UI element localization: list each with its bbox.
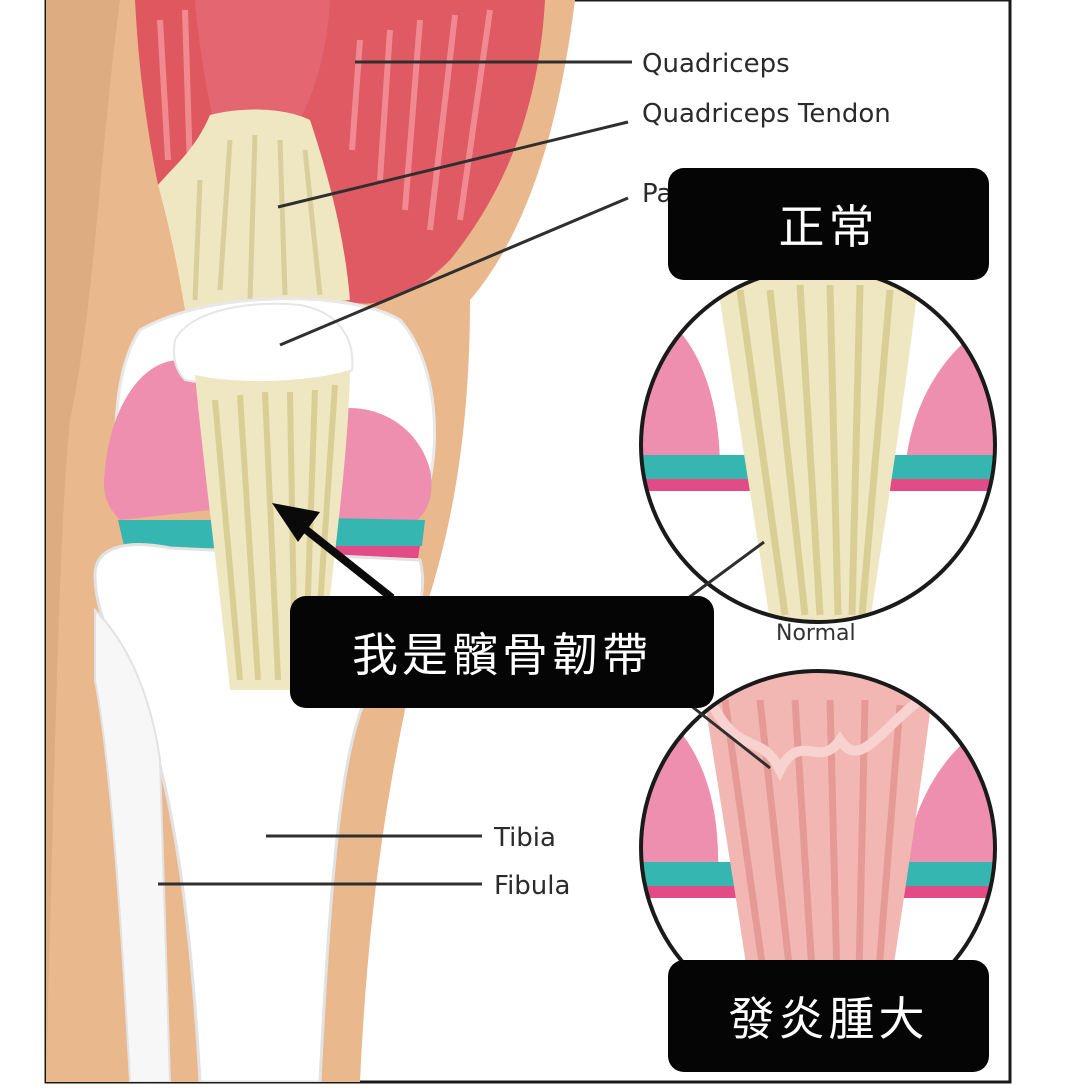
cartilage-left [103, 360, 214, 520]
label-fibula: Fibula [494, 871, 570, 901]
quadriceps-muscle-center [195, 0, 345, 130]
arrow-pointer-icon [272, 503, 395, 602]
label-patellar-partial: Pa [642, 179, 672, 209]
label-tibia: Tibia [493, 823, 556, 853]
meniscus-right [330, 518, 425, 546]
leg-skin-shade [46, 0, 120, 1082]
leader-patellar [279, 196, 629, 347]
label-normal: Normal [776, 621, 856, 646]
cartilage-right [330, 408, 432, 525]
fibula-bone [94, 607, 172, 1082]
leader-normal-zoom [679, 540, 765, 606]
leader-inflamed-zoom [689, 703, 771, 770]
quadriceps-muscle-right [300, 0, 545, 304]
callout-patellar-tendon: 我是髕骨韌帶 [290, 596, 714, 708]
meniscus-left [118, 520, 215, 550]
leader-quadriceps-tendon [277, 120, 629, 209]
callout-normal: 正常 [668, 168, 989, 280]
label-quadriceps-tendon: Quadriceps Tendon [642, 99, 891, 129]
patella [172, 302, 354, 387]
magnified-normal-tendon [641, 268, 995, 622]
label-quadriceps: Quadriceps [642, 49, 790, 79]
callout-inflamed: 發炎腫大 [668, 960, 989, 1072]
